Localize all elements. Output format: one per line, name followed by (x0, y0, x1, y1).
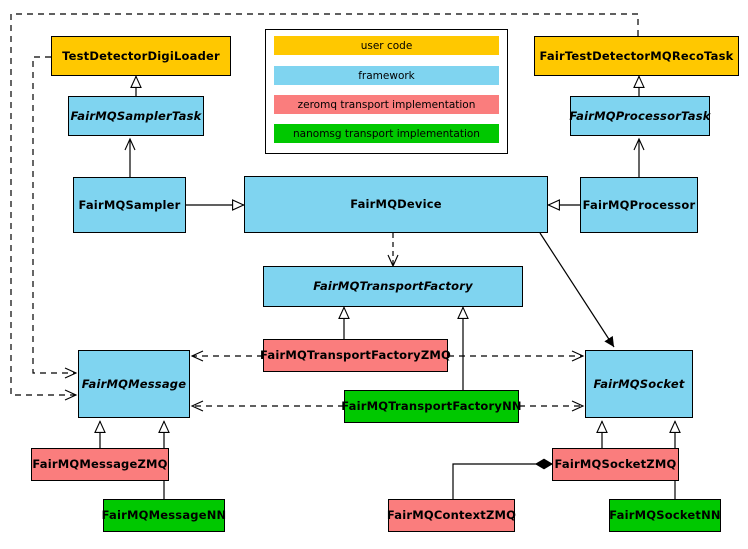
legend-item-framework: framework (274, 66, 499, 85)
class-box-label: FairMQContextZMQ (386, 508, 517, 523)
class-box-fairmqsocket[interactable]: FairMQSocket (585, 350, 693, 418)
class-box-fairmqdevice[interactable]: FairMQDevice (244, 176, 548, 233)
edge-recotask-message (10, 13, 639, 401)
class-box-label: FairMQSocket (593, 376, 685, 391)
class-box-fairmqprocessortask[interactable]: FairMQProcessorTask (569, 96, 711, 136)
class-box-label: FairMQMessageZMQ (32, 457, 168, 472)
class-box-label: FairMQProcessorTask (569, 108, 711, 123)
class-box-label: FairMQSamplerTask (70, 108, 202, 123)
class-box-label: FairMQTransportFactoryNN (341, 399, 522, 414)
legend-item-user-code: user code (274, 36, 499, 55)
legend-label-user-code: user code (360, 39, 413, 52)
class-box-fairmqmessagezmq[interactable]: FairMQMessageZMQ (31, 448, 169, 481)
class-box-fairmqprocessor[interactable]: FairMQProcessor (580, 177, 698, 233)
class-box-label: FairMQMessageNN (101, 508, 227, 523)
class-box-fairmqmessage[interactable]: FairMQMessage (78, 350, 190, 418)
class-box-label: FairMQDevice (350, 197, 442, 212)
class-box-fairmqtransportfactoryzmq[interactable]: FairMQTransportFactoryZMQ (260, 339, 452, 372)
edge-contextzmq-socketzmq (452, 464, 552, 499)
legend-label-framework: framework (358, 69, 415, 82)
class-box-label: FairMQMessage (81, 376, 187, 391)
class-box-fairmqtransportfactorynn[interactable]: FairMQTransportFactoryNN (341, 390, 522, 423)
legend-item-zeromq: zeromq transport implementation (274, 95, 499, 114)
class-box-fairmqsocketnn[interactable]: FairMQSocketNN (609, 499, 721, 532)
class-box-label: TestDetectorDigiLoader (62, 48, 220, 63)
class-box-label: FairTestDetectorMQRecoTask (539, 48, 734, 63)
class-box-testdetectordigiloader[interactable]: TestDetectorDigiLoader (51, 36, 231, 76)
class-box-fairmqmessagenn[interactable]: FairMQMessageNN (101, 499, 227, 532)
class-box-label: FairMQSampler (78, 197, 181, 212)
legend-label-zeromq: zeromq transport implementation (297, 98, 476, 111)
class-box-label: FairMQSocketNN (609, 508, 721, 523)
legend-item-nanomsg: nanomsg transport implementation (274, 124, 499, 143)
class-box-label: FairMQProcessor (582, 197, 696, 212)
class-box-fairtestdetectormqrecotask[interactable]: FairTestDetectorMQRecoTask (534, 36, 739, 76)
class-box-label: FairMQTransportFactoryZMQ (260, 348, 452, 363)
legend-label-nanomsg: nanomsg transport implementation (293, 127, 480, 140)
class-box-label: FairMQTransportFactory (313, 279, 473, 294)
class-box-fairmqsamplertask[interactable]: FairMQSamplerTask (68, 96, 204, 136)
class-box-fairmqtransportfactory[interactable]: FairMQTransportFactory (263, 266, 523, 307)
class-box-label: FairMQSocketZMQ (554, 457, 677, 472)
edge-device-socket (539, 232, 615, 348)
edge-digiloader-message (32, 56, 78, 379)
class-box-fairmqcontextzmq[interactable]: FairMQContextZMQ (386, 499, 517, 532)
class-box-fairmqsocketzmq[interactable]: FairMQSocketZMQ (552, 448, 679, 481)
class-box-fairmqsampler[interactable]: FairMQSampler (73, 177, 186, 233)
